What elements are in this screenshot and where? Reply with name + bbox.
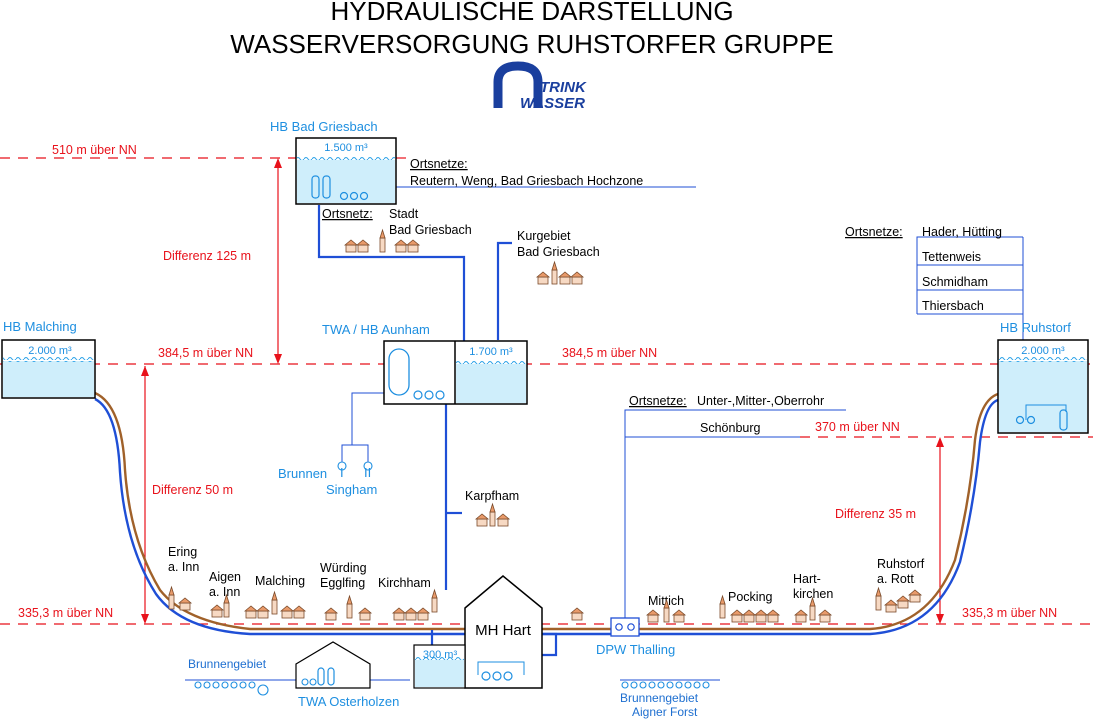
brunnengebiet-left-label: Brunnengebiet xyxy=(188,657,267,671)
twa-osterholzen-label: TWA Osterholzen xyxy=(298,694,399,709)
village-hartkirchen-line2: kirchen xyxy=(793,587,833,601)
dpw-thalling: DPW Thalling xyxy=(596,617,675,657)
village-kirchham: Kirchham xyxy=(378,576,431,590)
level-510-label: 510 m über NN xyxy=(52,143,137,157)
mh-hart-label: MH Hart xyxy=(475,622,532,639)
dimension-arrows xyxy=(141,158,944,624)
village-hartkirchen-line1: Hart- xyxy=(793,572,821,586)
level-384-mid-label: 384,5 m über NN xyxy=(562,346,657,360)
hart-tank-volume: 300 m³ xyxy=(423,649,458,661)
village-wuerding-line1: Würding xyxy=(320,561,367,575)
ortsnetze-ruhstorf-item-4: Thiersbach xyxy=(922,299,984,313)
blue-pipes xyxy=(317,205,558,657)
kurgebiet-line1: Kurgebiet xyxy=(517,229,571,243)
trinkwasser-logo: TRINK WASSER xyxy=(493,61,587,112)
mh-hart: 300 m³ MH Hart xyxy=(413,575,543,689)
ortsnetz-stadt-line1: Stadt xyxy=(389,207,419,221)
singham-label: Singham xyxy=(326,482,377,497)
ortsnetz-stadt-label: Ortsnetz: xyxy=(322,207,373,221)
tank-bad-griesbach-name: HB Bad Griesbach xyxy=(270,119,378,134)
tank-malching: 2.000 m³ xyxy=(1,339,96,399)
ortsnetze-ruhstorf-item-3: Schmidham xyxy=(922,275,988,289)
village-ruhstorf-line1: Ruhstorf xyxy=(877,557,925,571)
village-ering-line1: Ering xyxy=(168,545,197,559)
brunnen-label: Brunnen xyxy=(278,466,327,481)
tank-bad-griesbach: 1.500 m³ xyxy=(295,137,397,205)
level-lines xyxy=(0,157,1093,625)
tank-volume: 1.500 m³ xyxy=(324,142,368,154)
ortsnetze-ruhstorf-label: Ortsnetze: xyxy=(845,225,903,239)
tank-ruhstorf: 2.000 m³ xyxy=(997,339,1089,434)
brunnen-roman-2: II xyxy=(364,465,371,480)
ortsnetze-ruhstorf-item-2: Tettenweis xyxy=(922,250,981,264)
tank-malching-name: HB Malching xyxy=(3,319,77,334)
kurgebiet-line2: Bad Griesbach xyxy=(517,245,600,259)
title-line-1: HYDRAULISCHE DARSTELLUNG xyxy=(330,0,733,26)
village-icon xyxy=(536,261,584,285)
village-ering-line2: a. Inn xyxy=(168,560,199,574)
dpw-thalling-label: DPW Thalling xyxy=(596,642,675,657)
brunnengebiet-left xyxy=(194,681,269,696)
level-384-left-label: 384,5 m über NN xyxy=(158,346,253,360)
karpfham-label: Karpfham xyxy=(465,489,519,503)
brunnengebiet-right-line2: Aigner Forst xyxy=(632,705,698,719)
tank-ruhstorf-name: HB Ruhstorf xyxy=(1000,320,1071,335)
service-lines xyxy=(185,186,1024,681)
main-pipeline xyxy=(94,391,999,636)
village-aigen-line1: Aigen xyxy=(209,570,241,584)
village-wuerding-line2: Egglfing xyxy=(320,576,365,590)
brunnen-singham xyxy=(337,461,373,471)
level-335-right-label: 335,3 m über NN xyxy=(962,606,1057,620)
brunnen-roman-1: I xyxy=(340,465,344,480)
title-line-2: WASSERVERSORGUNG RUHSTORFER GRUPPE xyxy=(230,29,833,59)
ortsnetze-ruhstorf-item-1: Hader, Hütting xyxy=(922,225,1002,239)
village-aigen-line2: a. Inn xyxy=(209,585,240,599)
tank-volume: 2.000 m³ xyxy=(28,345,72,357)
logo-line-1: TRINK xyxy=(540,79,587,96)
ortsnetze-rohr-item-2: Schönburg xyxy=(700,421,761,435)
level-335-left-label: 335,3 m über NN xyxy=(18,606,113,620)
village-pocking: Pocking xyxy=(728,590,773,604)
level-370-label: 370 m über NN xyxy=(815,420,900,434)
village-icon xyxy=(475,503,510,527)
tank-aunham: 1.700 m³ xyxy=(383,340,528,405)
brunnengebiet-right xyxy=(621,681,710,689)
ortsnetz-stadt-line2: Bad Griesbach xyxy=(389,223,472,237)
diff-35-label: Differenz 35 m xyxy=(835,507,916,521)
brunnengebiet-right-line1: Brunnengebiet xyxy=(620,691,699,705)
tank-aunham-name: TWA / HB Aunham xyxy=(322,322,430,337)
village-ruhstorf-line2: a. Rott xyxy=(877,572,914,586)
ortsnetze-rohr-label: Ortsnetze: xyxy=(629,394,687,408)
ortsnetze-griesbach-label: Ortsnetze: xyxy=(410,157,468,171)
ortsnetze-rohr-value: Unter-,Mitter-,Oberrohr xyxy=(697,394,824,408)
twa-osterholzen: TWA Osterholzen xyxy=(295,641,399,709)
logo-line-2: WASSER xyxy=(520,95,585,112)
tank-volume: 1.700 m³ xyxy=(469,346,513,358)
diff-125-label: Differenz 125 m xyxy=(163,249,251,263)
tank-volume: 2.000 m³ xyxy=(1021,345,1065,357)
ortsnetze-griesbach-value: Reutern, Weng, Bad Griesbach Hochzone xyxy=(410,174,643,188)
village-malching: Malching xyxy=(255,574,305,588)
diff-50-label: Differenz 50 m xyxy=(152,483,233,497)
